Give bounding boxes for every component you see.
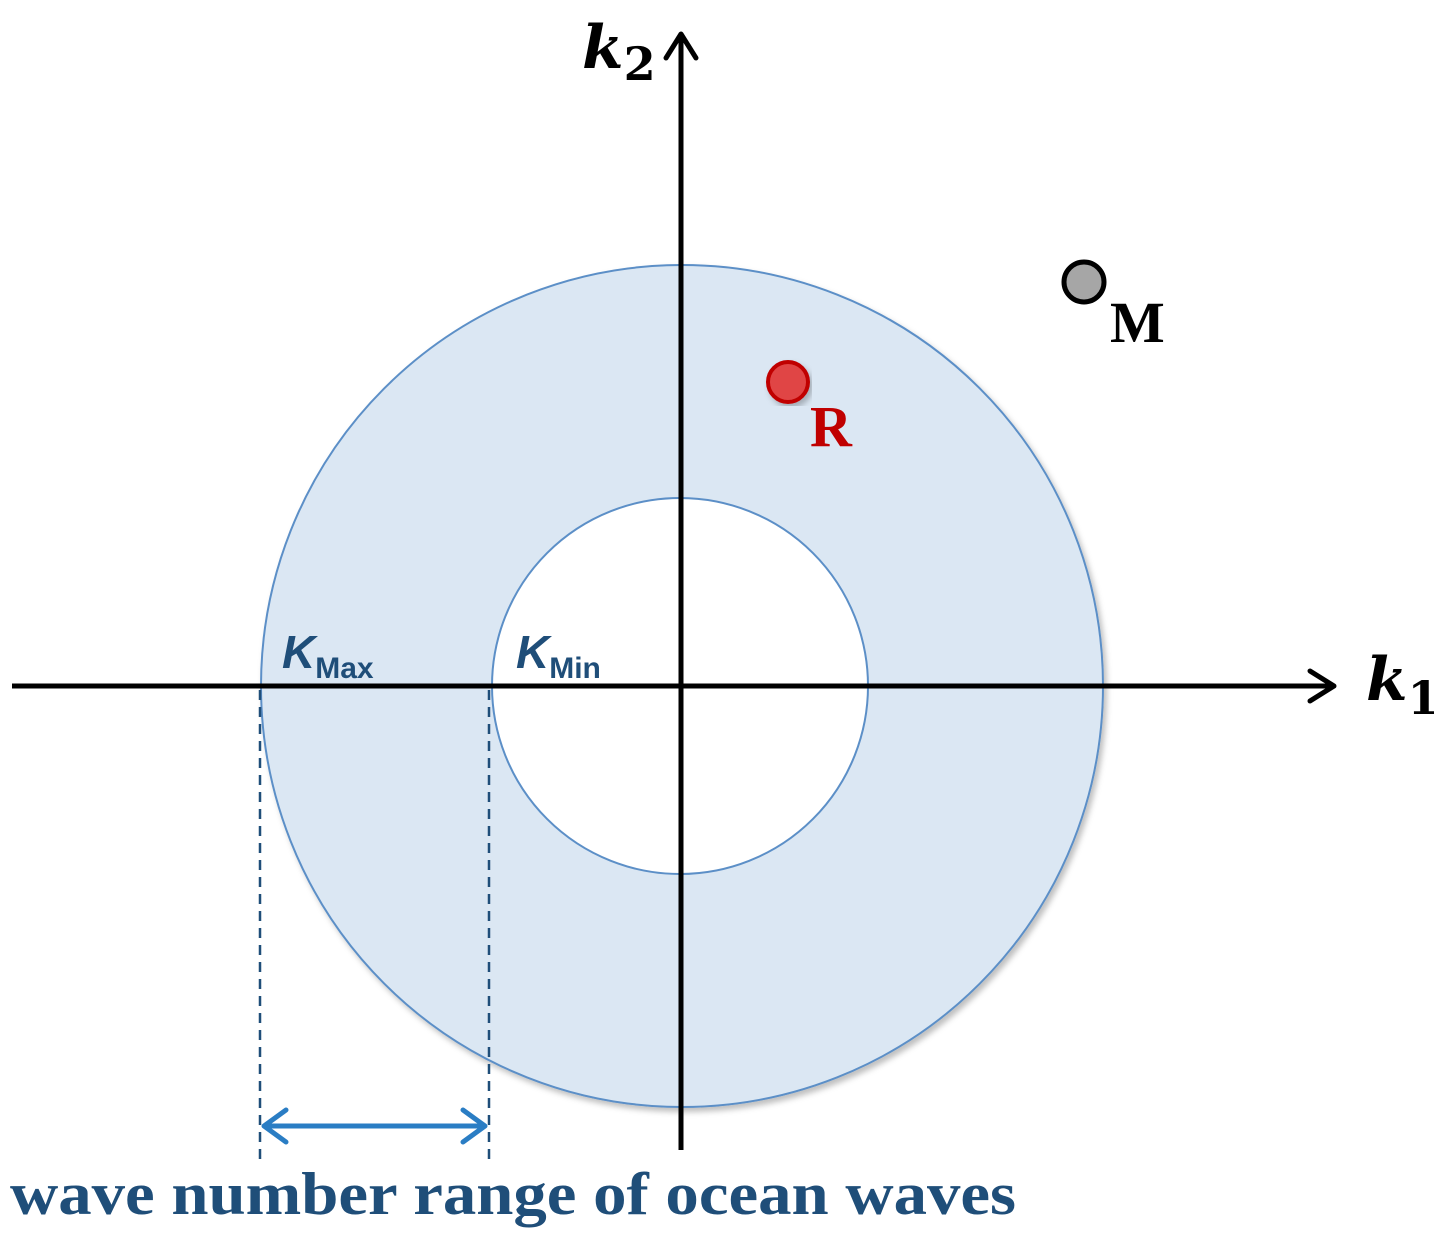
k2-axis-label: k2 bbox=[582, 13, 656, 91]
point-r-label: R bbox=[810, 394, 853, 459]
k-max-symbol: K bbox=[282, 626, 318, 678]
range-caption: wave number range of ocean waves bbox=[10, 1161, 1016, 1227]
k2-subscript: 2 bbox=[624, 37, 656, 91]
k-max-label: KMax bbox=[282, 626, 374, 685]
range-arrow-right-head bbox=[460, 1107, 488, 1145]
range-arrow bbox=[261, 1107, 488, 1145]
k-min-symbol: K bbox=[516, 626, 552, 678]
k-min-subscript: Min bbox=[549, 652, 601, 685]
range-guides bbox=[258, 690, 491, 1164]
point-m-marker bbox=[1061, 259, 1107, 305]
axes bbox=[12, 31, 1337, 1150]
point-m-label: M bbox=[1110, 290, 1165, 355]
point-m: M bbox=[1061, 259, 1165, 355]
k2-symbol: k bbox=[582, 13, 624, 83]
range-arrow-left-head bbox=[261, 1107, 289, 1145]
point-r-marker bbox=[766, 360, 810, 404]
k1-axis-label: k1 bbox=[1366, 645, 1434, 725]
k1-subscript: 1 bbox=[1408, 671, 1434, 725]
k-min-label: KMin bbox=[516, 626, 601, 685]
k1-axis-arrowhead bbox=[1307, 668, 1337, 704]
point-r: R bbox=[766, 360, 853, 459]
k-max-subscript: Max bbox=[315, 652, 374, 685]
k2-axis-arrowhead bbox=[663, 31, 699, 61]
k1-symbol: k bbox=[1366, 645, 1408, 715]
